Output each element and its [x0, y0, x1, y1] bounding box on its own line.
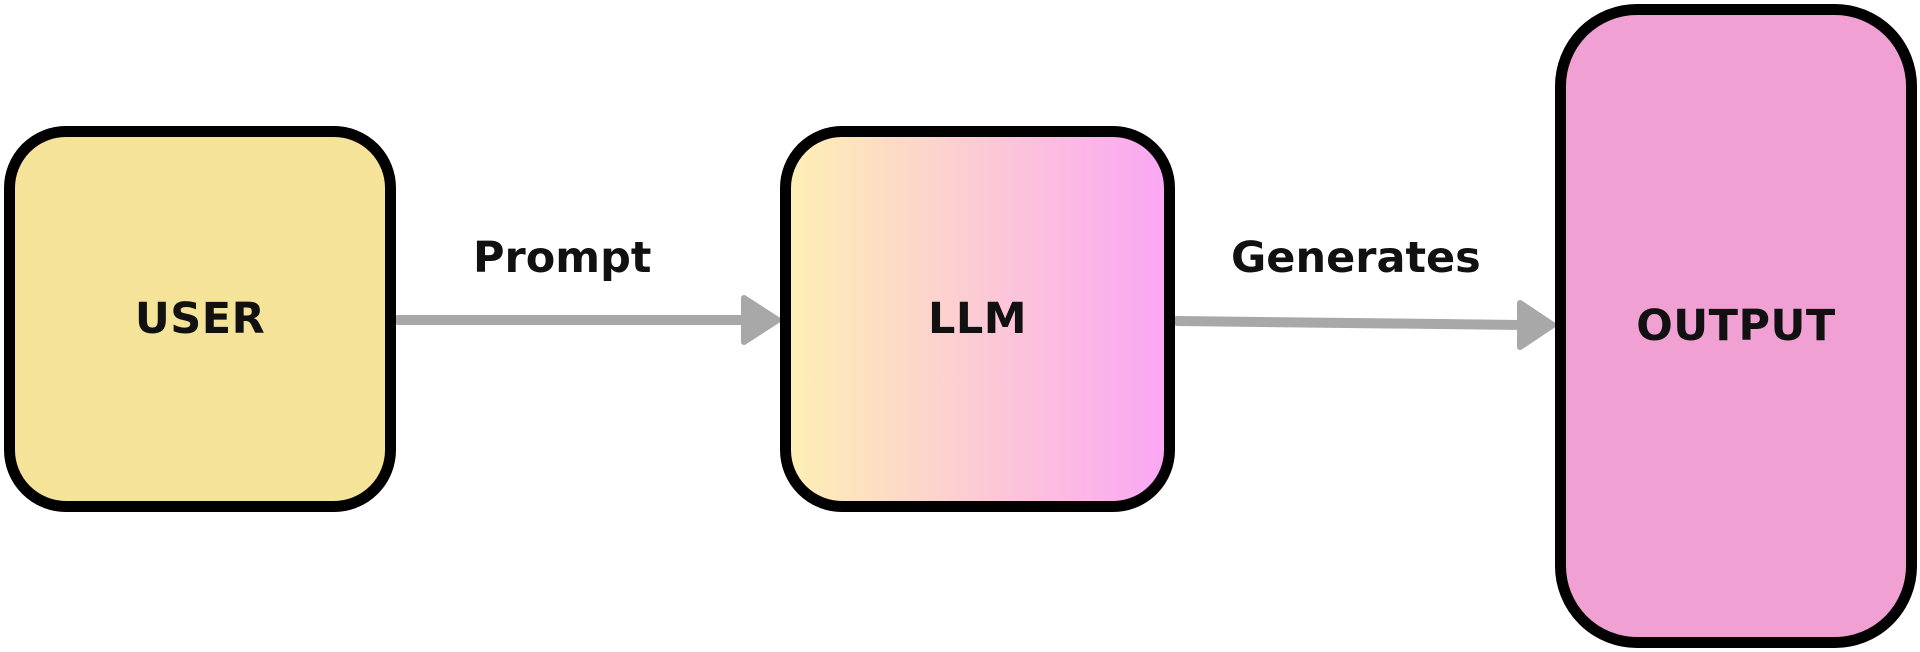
user-node: USER	[4, 126, 396, 512]
output-node: OUTPUT	[1555, 4, 1917, 648]
llm-node: LLM	[780, 126, 1175, 512]
arrow-llm-to-output	[1172, 300, 1556, 350]
arrow-user-to-llm	[393, 295, 781, 345]
output-node-label: OUTPUT	[1636, 301, 1836, 351]
llm-node-label: LLM	[927, 294, 1028, 344]
prompt-edge-label: Prompt	[473, 233, 652, 283]
generates-edge-label: Generates	[1231, 233, 1481, 283]
user-node-label: USER	[134, 294, 266, 344]
